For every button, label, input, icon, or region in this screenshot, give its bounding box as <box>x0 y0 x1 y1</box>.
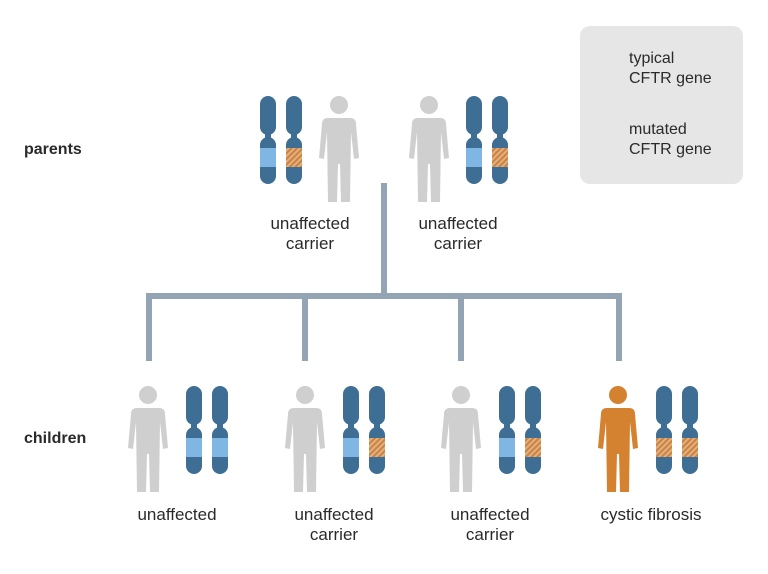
legend-typical-line2: CFTR gene <box>629 70 712 87</box>
child-2-person-icon <box>285 386 325 492</box>
mutated-gene-band <box>286 148 302 167</box>
parent-2-caption: unaffected carrier <box>388 214 528 254</box>
legend-mutated-line2: CFTR gene <box>629 141 712 158</box>
typical-gene-band <box>260 148 276 167</box>
child-1-caption: unaffected <box>107 505 247 525</box>
mutated-gene-band <box>369 438 385 457</box>
parents-row-label: parents <box>24 141 82 158</box>
mutated-gene-band <box>492 148 508 167</box>
parent-1-person-icon <box>319 96 359 202</box>
parent-2-chromosome-1 <box>466 96 482 184</box>
parent-1-caption: unaffected carrier <box>240 214 380 254</box>
child-2-caption: unaffected carrier <box>264 505 404 545</box>
child-4-caption: cystic fibrosis <box>581 505 721 525</box>
legend-typical-line1: typical <box>629 50 675 67</box>
child-3-caption-line2: carrier <box>465 525 515 544</box>
child-3-chromosome-2 <box>525 386 541 474</box>
child-4-chromosome-2 <box>682 386 698 474</box>
child-4-caption-line1: cystic fibrosis <box>600 505 702 524</box>
child-1-caption-line1: unaffected <box>137 505 217 524</box>
typical-gene-band <box>343 438 359 457</box>
mutated-gene-band <box>525 438 541 457</box>
parent-1-chromosome-2 <box>286 96 302 184</box>
mutated-gene-band <box>656 438 672 457</box>
child-1-chromosome-2 <box>212 386 228 474</box>
child-3-caption: unaffected carrier <box>420 505 560 545</box>
child-3-chromosome-1 <box>499 386 515 474</box>
child-4-chromosome-1 <box>656 386 672 474</box>
legend-mutated-label: mutated CFTR gene <box>629 120 712 160</box>
typical-gene-band <box>499 438 515 457</box>
child-1-person-icon <box>128 386 168 492</box>
children-row-label: children <box>24 430 87 447</box>
child-2-caption-line1: unaffected <box>294 505 374 524</box>
typical-gene-band <box>466 148 482 167</box>
legend <box>580 26 743 184</box>
legend-typical-label: typical CFTR gene <box>629 49 712 89</box>
parent-2-chromosome-2 <box>492 96 508 184</box>
child-4-person-icon <box>598 386 638 492</box>
child-2-caption-line2: carrier <box>309 525 359 544</box>
tree-drop-line-2 <box>302 293 308 361</box>
legend-mutated-line1: mutated <box>629 121 687 138</box>
typical-gene-band <box>186 438 202 457</box>
child-3-caption-line1: unaffected <box>450 505 530 524</box>
tree-drop-line-4 <box>616 293 622 361</box>
parent-2-person-icon <box>409 96 449 202</box>
parent-1-chromosome-1 <box>260 96 276 184</box>
child-2-chromosome-1 <box>343 386 359 474</box>
child-2-chromosome-2 <box>369 386 385 474</box>
tree-drop-line-3 <box>458 293 464 361</box>
typical-gene-band <box>212 438 228 457</box>
tree-branch-line <box>146 293 622 299</box>
child-3-person-icon <box>441 386 481 492</box>
parent-1-caption-line1: unaffected <box>270 214 350 233</box>
parent-2-caption-line1: unaffected <box>418 214 498 233</box>
tree-trunk-line <box>381 183 387 299</box>
parent-1-caption-line2: carrier <box>285 234 335 253</box>
mutated-gene-band <box>682 438 698 457</box>
parent-2-caption-line2: carrier <box>433 234 483 253</box>
tree-drop-line-1 <box>146 293 152 361</box>
child-1-chromosome-1 <box>186 386 202 474</box>
